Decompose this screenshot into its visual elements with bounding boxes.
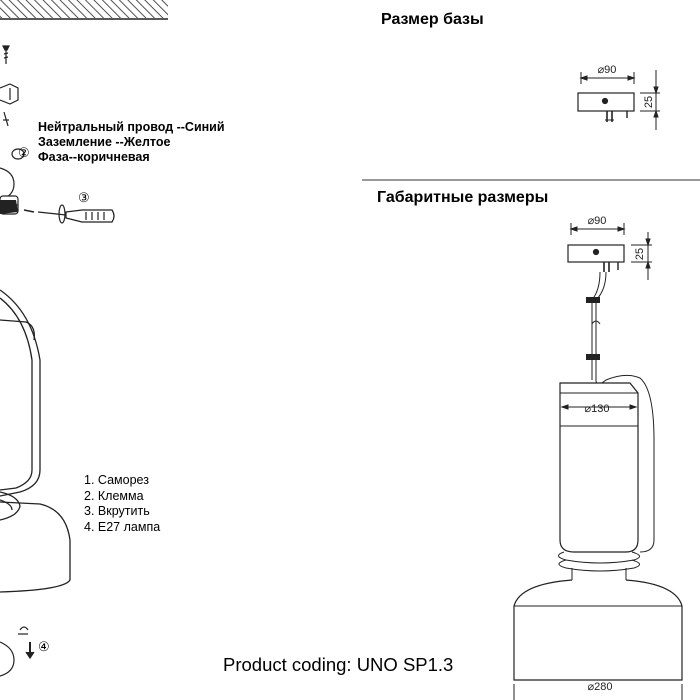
screw-icon [2, 45, 10, 64]
lamp-bulb-icon [0, 626, 35, 677]
base-diameter-label: ⌀90 [598, 64, 617, 76]
screwdriver-icon [23, 204, 115, 224]
base-size-drawing [577, 70, 660, 130]
step-marker-4: ④ [38, 639, 50, 654]
canopy-side [0, 200, 18, 214]
wiring-note-ground: Заземление --Желтое [38, 135, 171, 149]
base-height-label: 25 [643, 96, 655, 108]
overall-dimensions-drawing [513, 223, 683, 700]
overall-dimensions-title: Габаритные размеры [377, 189, 549, 206]
base-bottom-diameter-label: ⌀280 [588, 681, 613, 693]
step-marker-3: ③ [78, 190, 90, 205]
wiring-notes: Нейтральный провод --Синий Заземление --… [38, 120, 225, 165]
product-coding: Product coding: UNO SP1.3 [223, 654, 454, 675]
steps-list: 1. Саморез 2. Клемма 3. Вкрутить 4. E27 … [84, 473, 160, 535]
mounting-bracket [0, 83, 19, 127]
canopy-height-label: 25 [634, 248, 646, 260]
step-marker-2: ② [18, 145, 30, 160]
canopy-diameter-label: ⌀90 [588, 215, 607, 227]
wiring-note-phase: Фаза--коричневая [38, 150, 150, 164]
lamp-side-view [0, 289, 71, 593]
wiring-note-neutral: Нейтральный провод --Синий [38, 120, 225, 134]
shade-diameter-label: ⌀130 [585, 403, 610, 415]
ceiling-hatch [0, 0, 168, 20]
step-item: 4. E27 лампа [84, 519, 161, 534]
base-size-title: Размер базы [381, 11, 484, 28]
step-item: 3. Вкрутить [84, 504, 150, 518]
step-item: 2. Клемма [84, 488, 144, 503]
step-item: 1. Саморез [84, 473, 149, 487]
